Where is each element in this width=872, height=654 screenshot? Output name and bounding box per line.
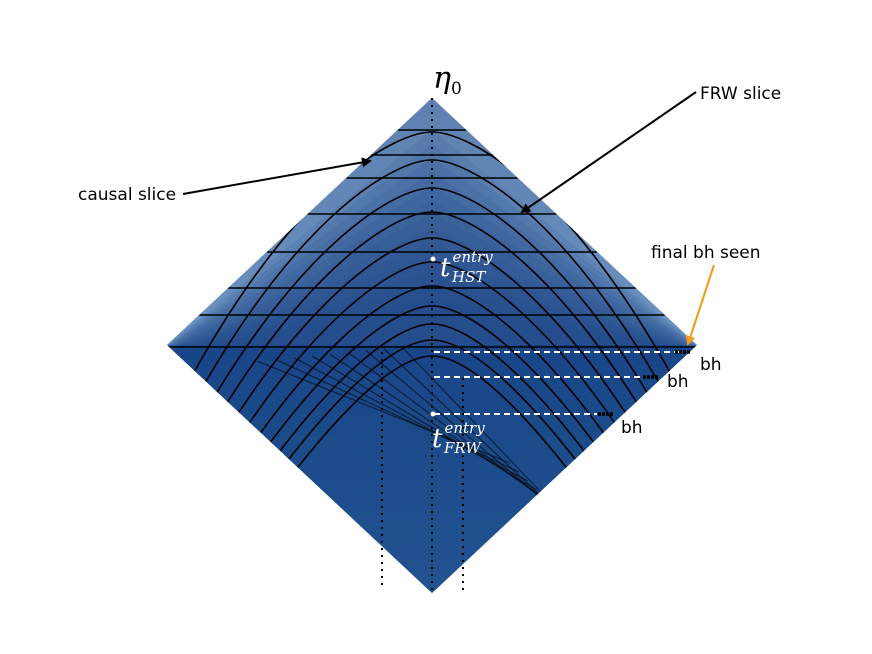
frw-slice-label: FRW slice: [700, 84, 781, 104]
causal-slice-label: causal slice: [78, 185, 176, 205]
bh-label-1: bh: [700, 355, 722, 375]
t-hst-sub: HST: [451, 268, 486, 286]
upper-half: [167, 98, 697, 345]
causal-curve-1: [186, 131, 678, 386]
final-bh-seen-label: final bh seen: [651, 243, 761, 263]
eta0-label: η0: [433, 61, 462, 99]
t-frw-sub: FRW: [443, 439, 482, 457]
frw-entry-dot: [430, 411, 436, 417]
final-bh-seen-arrow: [685, 264, 715, 346]
lower-slice-line: [311, 355, 538, 491]
causal-curve-3: [202, 187, 662, 417]
frw-slice-arrow: [520, 91, 697, 214]
causal-slice-arrow: [182, 157, 372, 195]
lower-slice-line: [293, 357, 529, 482]
causal-curve-2: [194, 159, 670, 401]
causal-curve-6: [226, 261, 638, 457]
lower-slice-line: [257, 360, 511, 464]
bh-label-2: bh: [667, 372, 689, 392]
lower-slice-line: [275, 359, 520, 473]
bh-label-3: bh: [621, 418, 643, 438]
causal-curve-8: [242, 305, 622, 482]
causal-slice-curves: [186, 131, 678, 536]
hst-entry-dot: [430, 256, 436, 262]
causal-curve-11: [266, 355, 598, 509]
lower-slice-line: [329, 353, 547, 500]
